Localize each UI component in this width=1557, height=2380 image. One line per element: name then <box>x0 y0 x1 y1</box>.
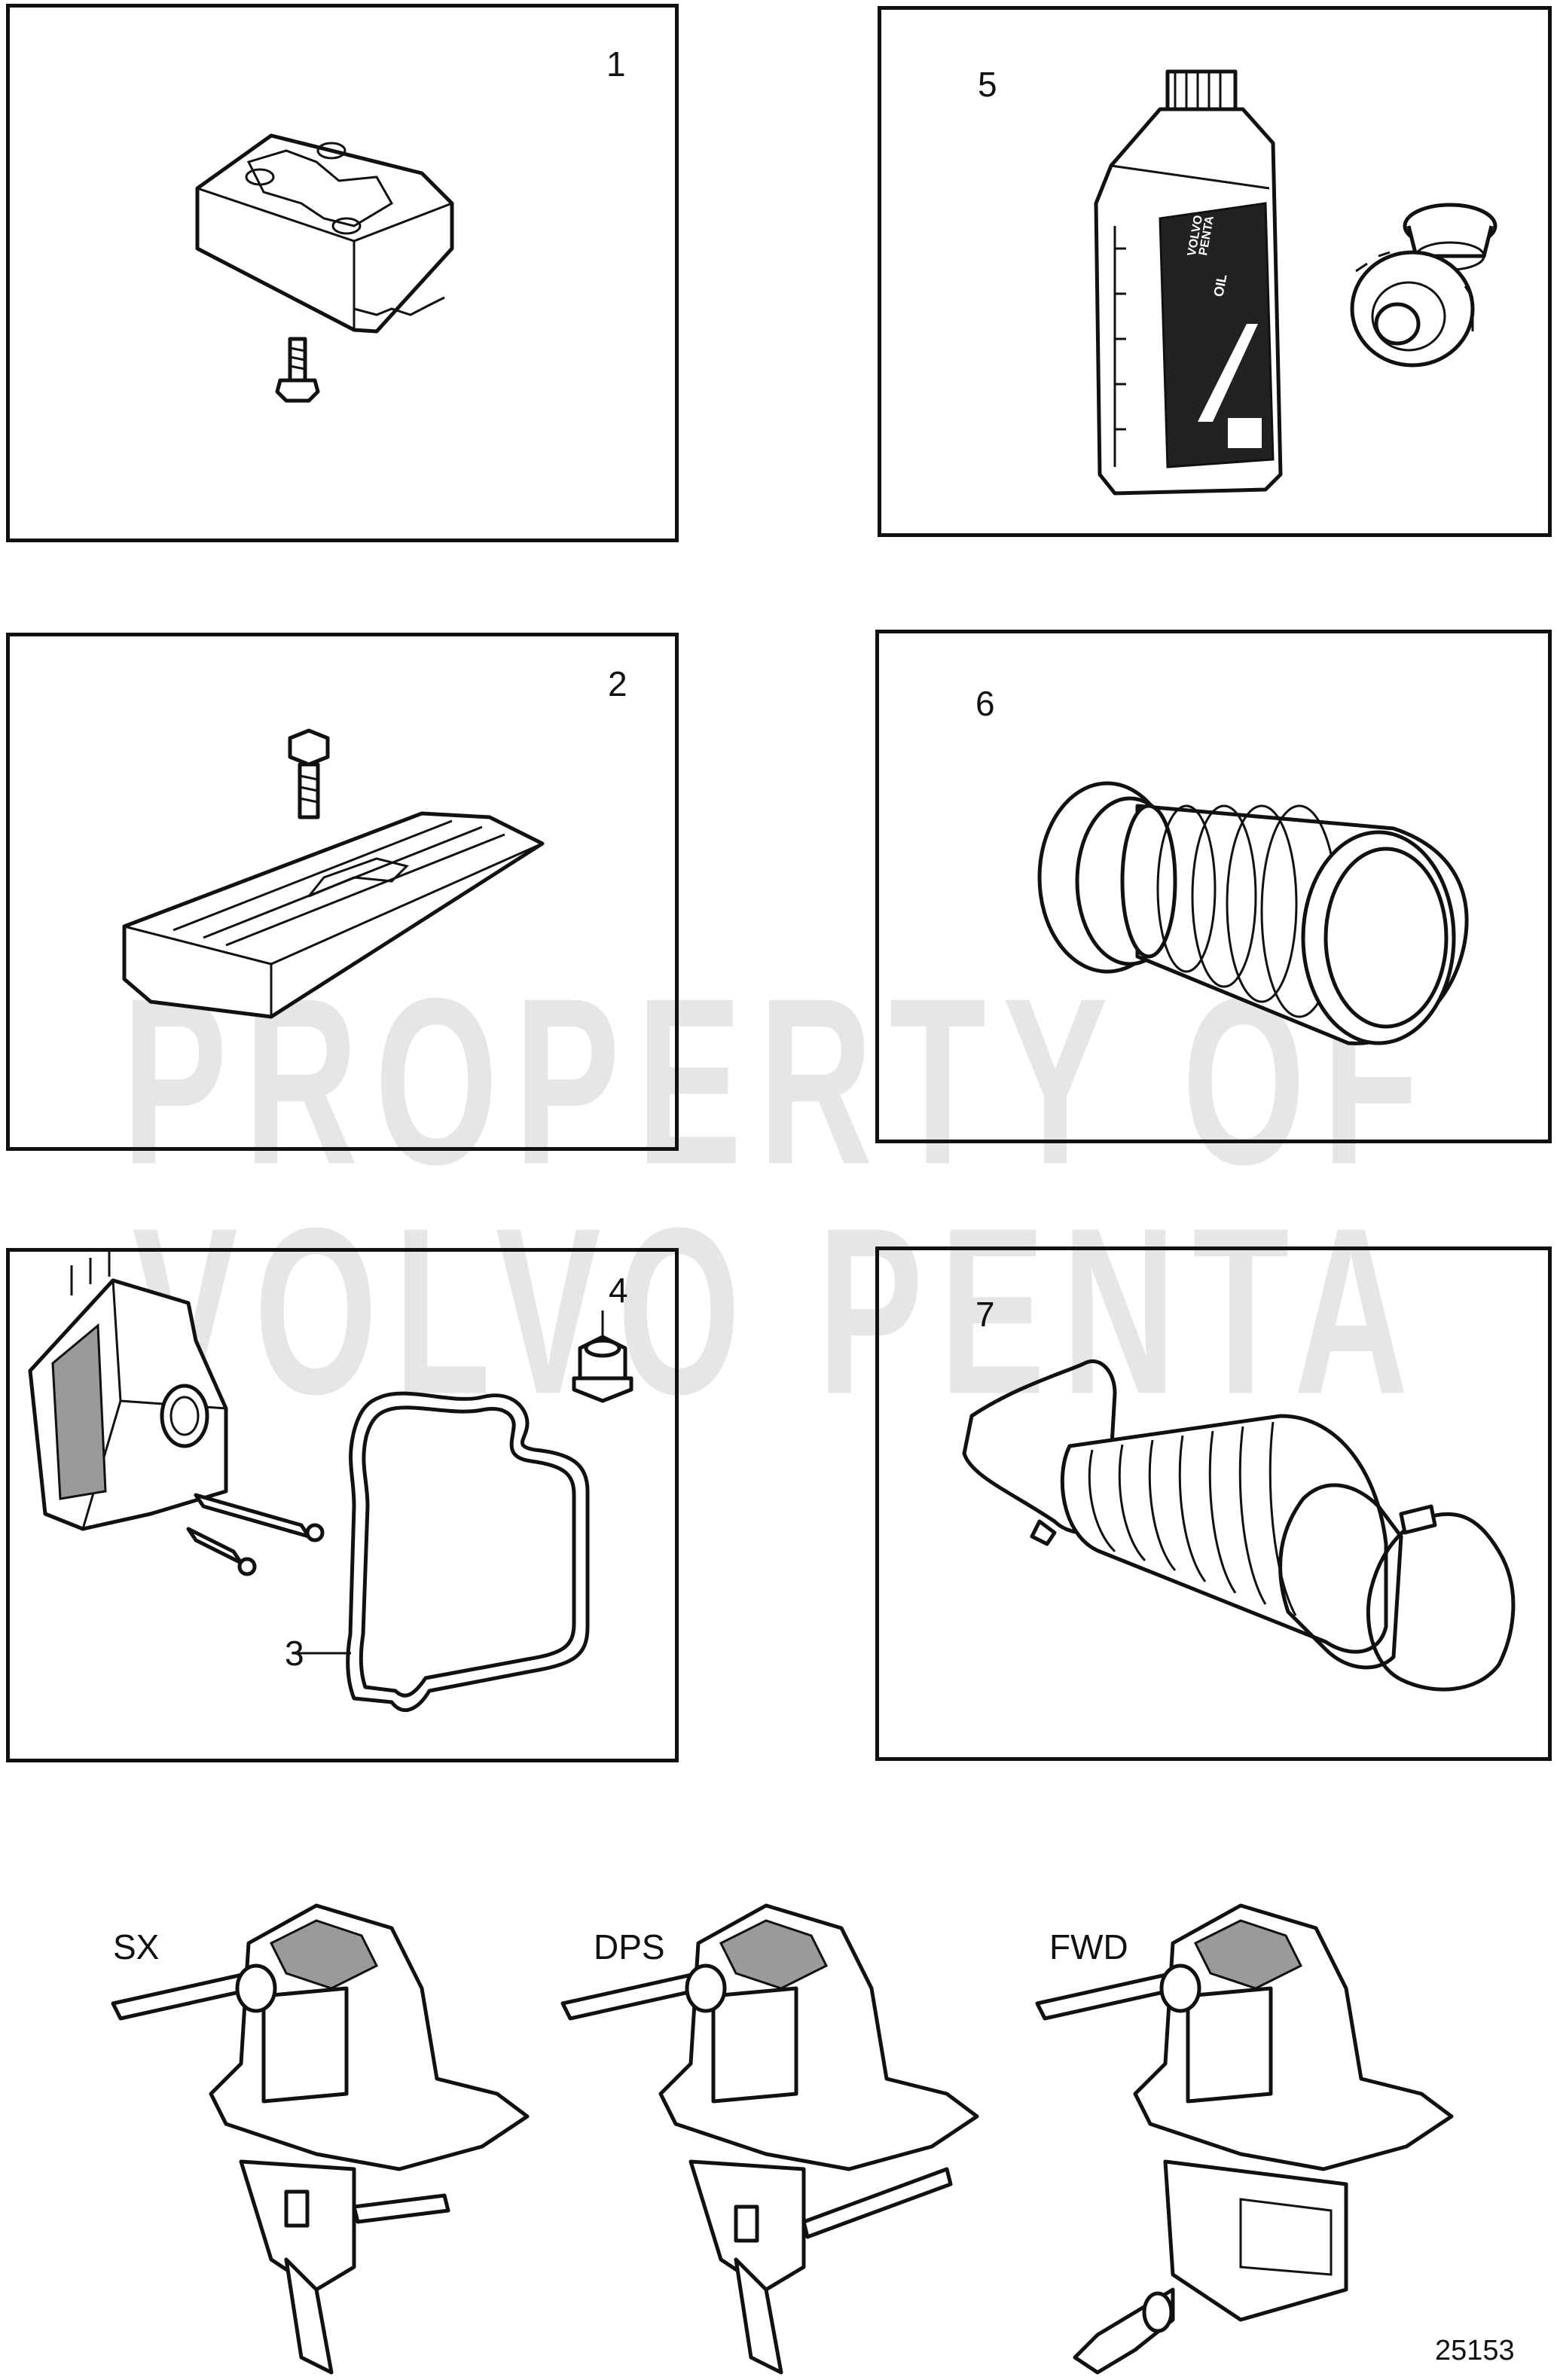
drive-label-sx: SX <box>113 1927 160 1967</box>
panel-item-3-4: 4 3 <box>6 1248 679 1762</box>
panel-item-1: 1 <box>6 4 679 542</box>
drive-label-fwd: FWD <box>1049 1927 1128 1967</box>
item-number-6: 6 <box>975 684 995 723</box>
drive-label-dps: DPS <box>594 1927 665 1967</box>
panel-item-7: 7 <box>875 1246 1552 1761</box>
panel-item-2: 2 <box>6 633 679 1151</box>
diagram-code: 25153 <box>1435 2335 1515 2366</box>
item-number-4: 4 <box>609 1271 628 1310</box>
item-number-2: 2 <box>608 664 627 703</box>
item-number-7: 7 <box>975 1295 995 1334</box>
item-number-5: 5 <box>978 65 997 104</box>
item-number-1: 1 <box>606 44 626 84</box>
panel-item-6: 6 <box>875 630 1552 1143</box>
panel-item-5: 5 <box>878 6 1552 537</box>
